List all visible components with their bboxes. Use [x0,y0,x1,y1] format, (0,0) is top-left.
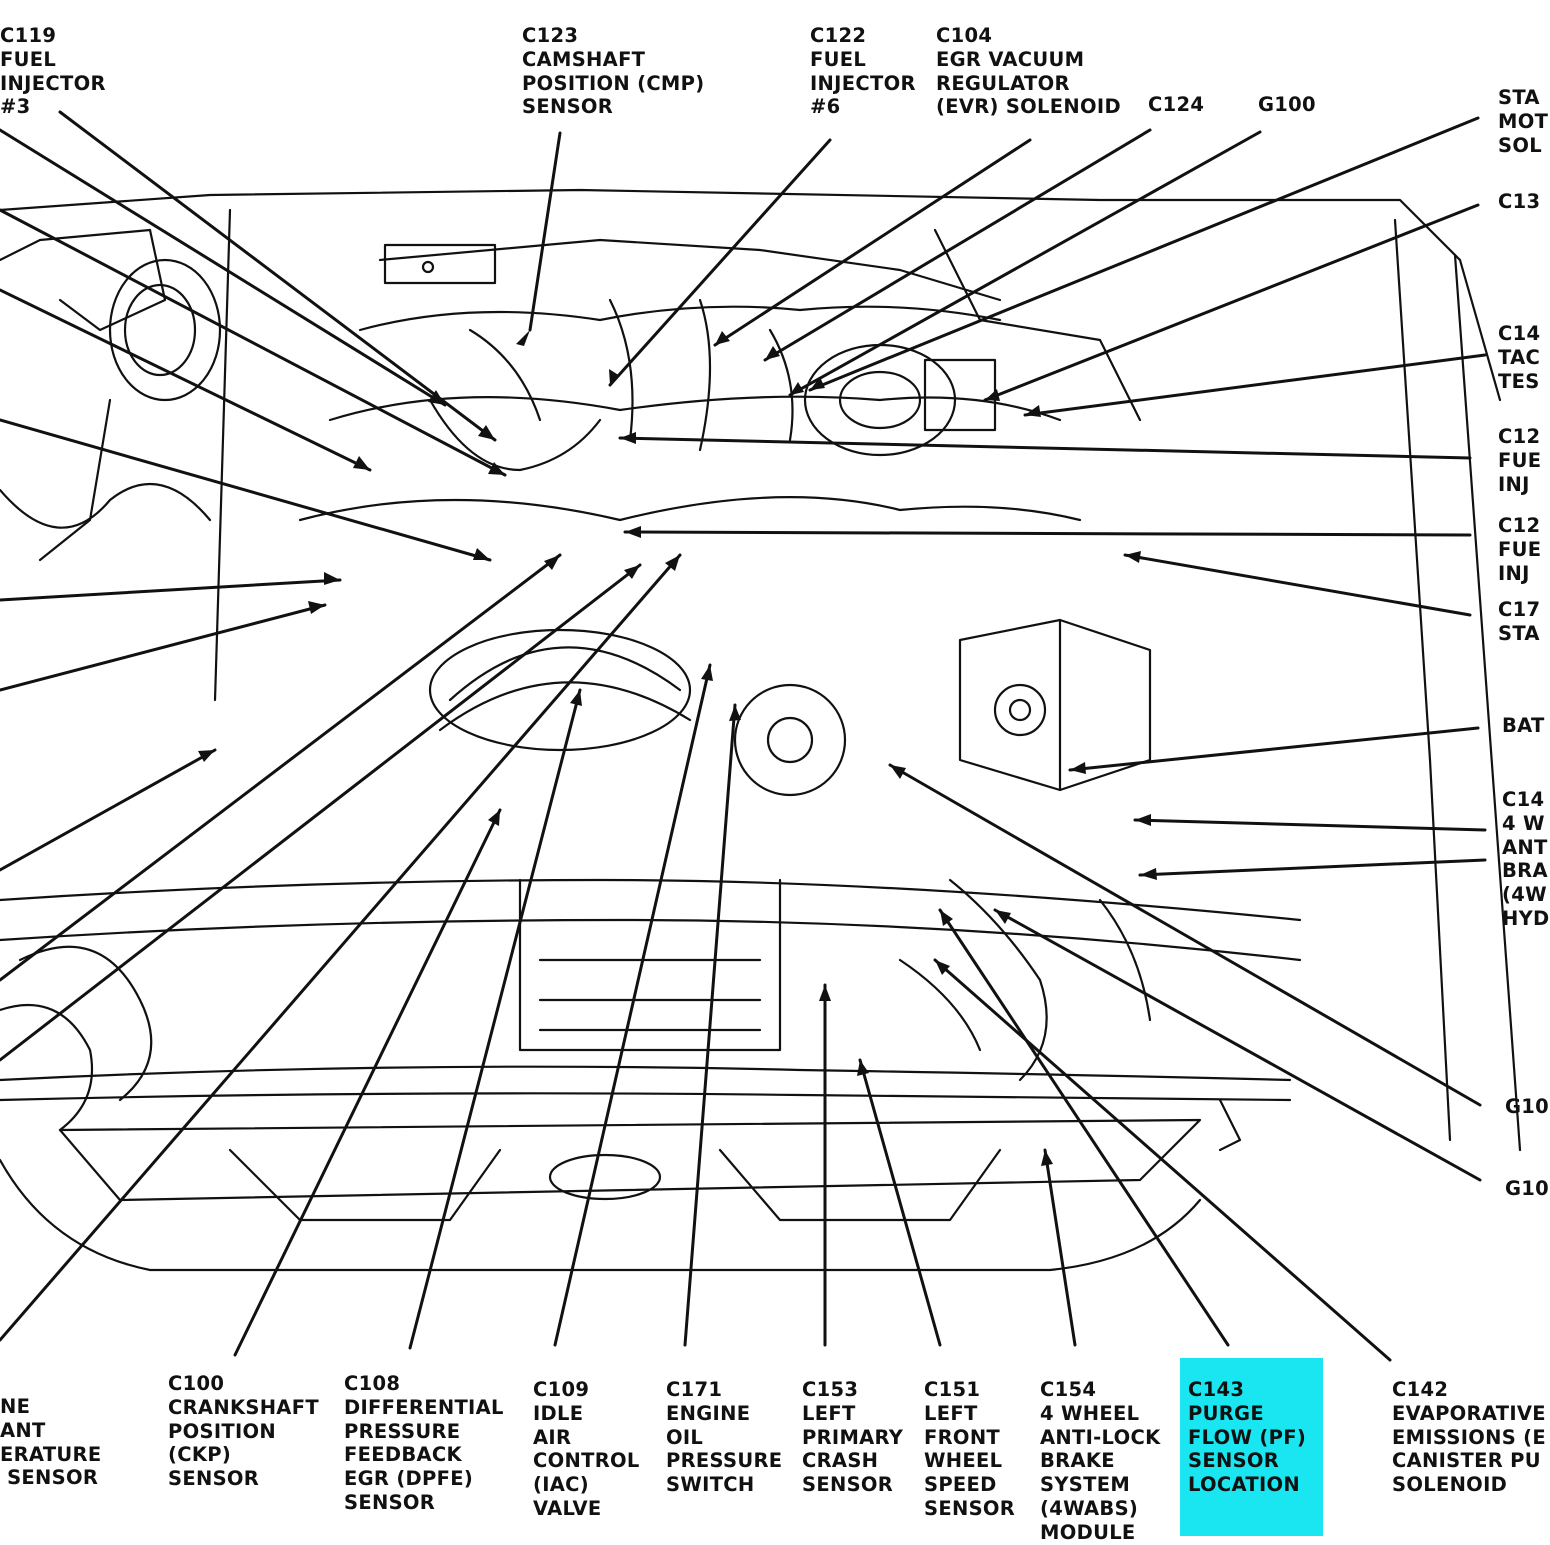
label-c14-tach-test: C14 TAC TES [1498,322,1541,393]
label-c124: C124 [1148,93,1205,116]
label-c142-evap-canister-purge-solenoid: C142 EVAPORATIVE EMISSIONS (E CANISTER P… [1392,1378,1547,1497]
label-g100: G100 [1258,93,1316,116]
label-c171-oil-pressure-switch: C171 ENGINE OIL PRESSURE SWITCH [666,1378,783,1497]
label-c12-fuel-injector-b: C12 FUE INJ [1498,514,1542,585]
label-c17-starter: C17 STA [1498,598,1541,645]
label-battery: BAT [1502,714,1545,737]
label-c104-evr-solenoid: C104 EGR VACUUM REGULATOR (EVR) SOLENOID [936,24,1121,119]
label-c108-dpfe-sensor: C108 DIFFERENTIAL PRESSURE FEEDBACK EGR … [344,1372,504,1514]
label-engine-coolant-temperature-sensor: NE ANT ERATURE SENSOR [0,1395,102,1490]
label-g10-a: G10 [1505,1095,1550,1118]
label-c122-fuel-injector-6: C122 FUEL INJECTOR #6 [810,24,916,119]
label-c154-4wabs-module: C154 4 WHEEL ANTI-LOCK BRAKE SYSTEM (4WA… [1040,1378,1161,1544]
label-c13: C13 [1498,190,1541,213]
label-g10-b: G10 [1505,1177,1550,1200]
label-starter-motor-solenoid: STA MOT SOL [1498,86,1549,157]
label-c109-iac-valve: C109 IDLE AIR CONTROL (IAC) VALVE [533,1378,640,1520]
label-c100-crankshaft-position-sensor: C100 CRANKSHAFT POSITION (CKP) SENSOR [168,1372,319,1491]
label-c14-4wabs-hydraulic: C14 4 W ANT BRA (4W HYD [1502,788,1550,930]
label-c12-fuel-injector-a: C12 FUE INJ [1498,425,1542,496]
label-c119-fuel-injector-3: C119 FUEL INJECTOR #3 [0,24,106,119]
label-c151-wheel-speed-sensor: C151 LEFT FRONT WHEEL SPEED SENSOR [924,1378,1016,1520]
label-c143-purge-flow-sensor-highlighted: C143 PURGE FLOW (PF) SENSOR LOCATION [1180,1358,1323,1536]
label-c123-camshaft-position-sensor: C123 CAMSHAFT POSITION (CMP) SENSOR [522,24,705,119]
label-c153-crash-sensor: C153 LEFT PRIMARY CRASH SENSOR [802,1378,904,1497]
